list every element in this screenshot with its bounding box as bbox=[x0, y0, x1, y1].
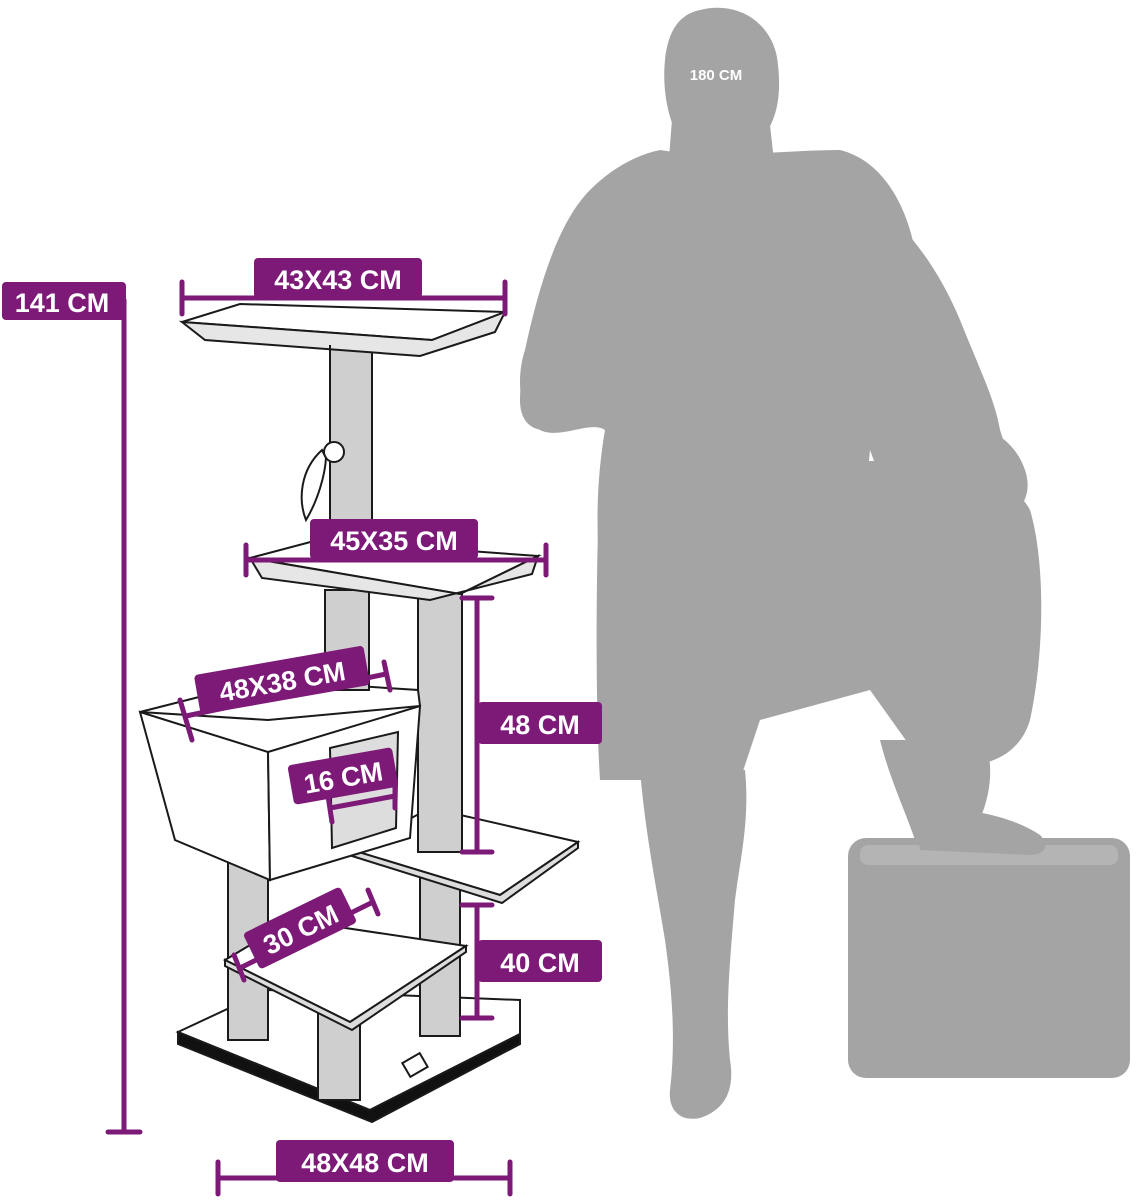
svg-text:45X35 CM: 45X35 CM bbox=[330, 526, 458, 556]
label-house-entrance: 16 CM bbox=[287, 747, 399, 805]
label-post-lower-height: 40 CM bbox=[478, 940, 602, 982]
duffel-bag bbox=[895, 474, 1042, 767]
svg-text:40 CM: 40 CM bbox=[500, 948, 580, 978]
label-base: 48X48 CM bbox=[276, 1140, 454, 1182]
top-platform bbox=[178, 302, 508, 358]
label-top-platform: 43X43 CM bbox=[254, 258, 422, 298]
label-post-upper-height: 48 CM bbox=[478, 702, 602, 744]
svg-text:48 CM: 48 CM bbox=[500, 710, 580, 740]
label-total-height: 141 CM bbox=[2, 282, 126, 320]
dangling-toy bbox=[300, 345, 345, 523]
svg-text:141 CM: 141 CM bbox=[15, 288, 110, 318]
label-second-platform: 45X35 CM bbox=[310, 519, 478, 559]
svg-text:43X43 CM: 43X43 CM bbox=[274, 265, 402, 295]
footstool bbox=[848, 838, 1130, 1078]
person-height-label: 180 CM bbox=[690, 67, 743, 84]
foot bbox=[915, 808, 1046, 855]
post-tall-right bbox=[417, 587, 463, 853]
base-badge bbox=[400, 1051, 430, 1079]
svg-text:48X48 CM: 48X48 CM bbox=[301, 1148, 429, 1178]
